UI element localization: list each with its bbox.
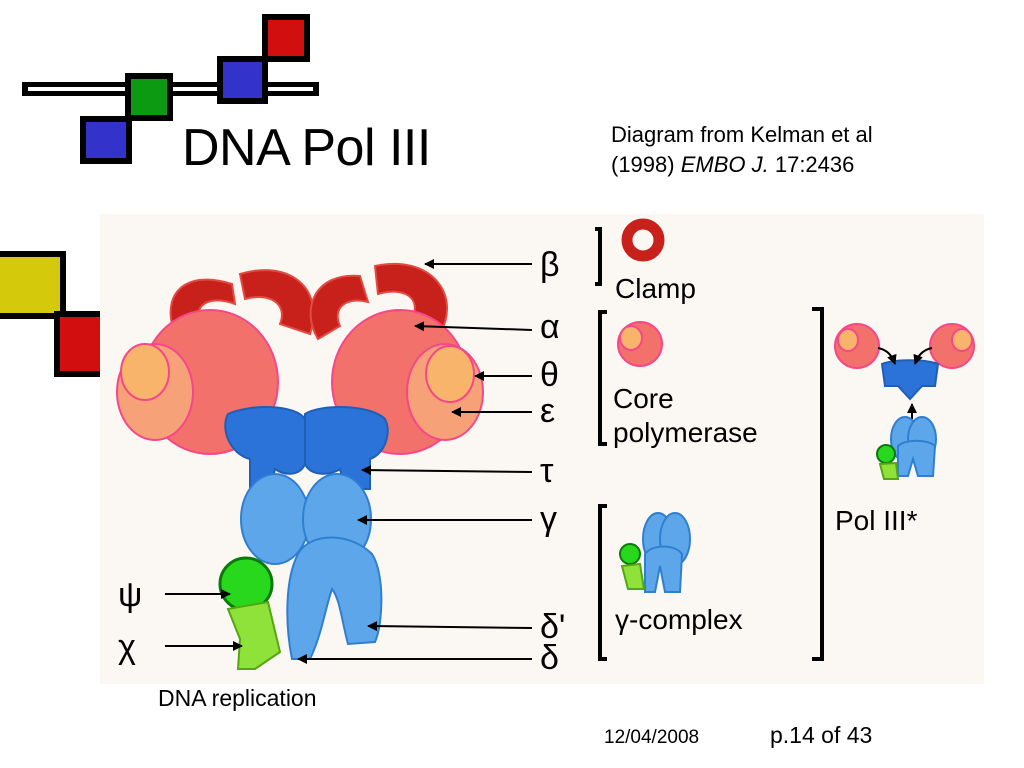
theta-subunit-left — [120, 343, 170, 401]
pol3star-core-left-theta — [837, 328, 859, 352]
core-icon-theta — [619, 325, 643, 351]
pol3star-core-right-theta — [951, 328, 973, 352]
tau-subunit-left — [224, 406, 306, 490]
label-gamma: γ — [540, 500, 557, 538]
beta-clamp-right — [309, 274, 370, 341]
label-chi: χ — [118, 628, 136, 666]
gamma-complex-icon-chi — [620, 562, 646, 590]
citation-ref: 17:2436 — [768, 152, 855, 177]
pol3star-chi — [878, 461, 900, 480]
slide-title: DNA Pol III — [182, 119, 431, 177]
ornament-yellow-square — [0, 251, 66, 319]
label-delta-prime: δ' — [540, 608, 565, 646]
gamma-subunit-left — [240, 473, 310, 565]
footer-date: 12/04/2008 — [604, 727, 700, 748]
ornament-blue-square-2 — [80, 116, 132, 164]
beta-clamp-left-2 — [238, 269, 315, 336]
citation-year: (1998) — [611, 152, 681, 177]
arrow-alpha — [414, 321, 533, 332]
arrow-delta-prime — [367, 621, 533, 632]
group-pol3star: Pol III* — [835, 505, 918, 536]
gamma-complex-icon-psi — [619, 543, 641, 565]
group-core-line1: Core — [613, 383, 674, 414]
pol3-diagram: β α θ ε τ γ δ' δ ψ χ Clamp Core — [100, 214, 984, 684]
label-epsilon: ε — [540, 392, 555, 430]
clamp-icon — [621, 218, 665, 262]
pol3star-psi — [876, 444, 896, 464]
pol3star-arrow-right — [913, 347, 933, 365]
citation-line-2: (1998) EMBO J. 17:2436 — [611, 150, 873, 180]
theta-subunit-right — [425, 345, 475, 403]
label-psi: ψ — [118, 576, 142, 614]
group-gamma-complex: γ-complex — [615, 604, 743, 635]
arrow-tau — [361, 465, 533, 476]
label-alpha: α — [540, 308, 560, 346]
bracket-gamma-complex — [598, 504, 607, 661]
bracket-pol3star — [812, 307, 824, 661]
ornament-red-square — [262, 14, 310, 62]
footer-page-number: p.14 of 43 — [770, 722, 873, 748]
citation-journal: EMBO J. — [680, 152, 769, 177]
chi-subunit — [226, 600, 282, 670]
label-beta: β — [540, 246, 560, 284]
bracket-clamp — [595, 227, 602, 286]
label-delta: δ — [540, 639, 559, 677]
ornament-blue-square — [217, 56, 268, 104]
label-theta: θ — [540, 356, 559, 394]
group-core-line2: polymerase — [613, 417, 758, 448]
delta-prime-subunit — [286, 536, 383, 660]
gamma-complex-icon-c — [644, 545, 684, 593]
citation-line-1: Diagram from Kelman et al — [611, 122, 873, 147]
pol3star-arrow-left — [877, 347, 897, 365]
group-clamp: Clamp — [615, 273, 696, 304]
ornament-green-square — [125, 73, 173, 121]
label-tau: τ — [540, 452, 554, 490]
footer-topic: DNA replication — [158, 685, 317, 711]
citation: Diagram from Kelman et al (1998) EMBO J.… — [611, 120, 873, 180]
bracket-core — [598, 310, 607, 446]
pol3star-gamma-c — [897, 439, 937, 477]
